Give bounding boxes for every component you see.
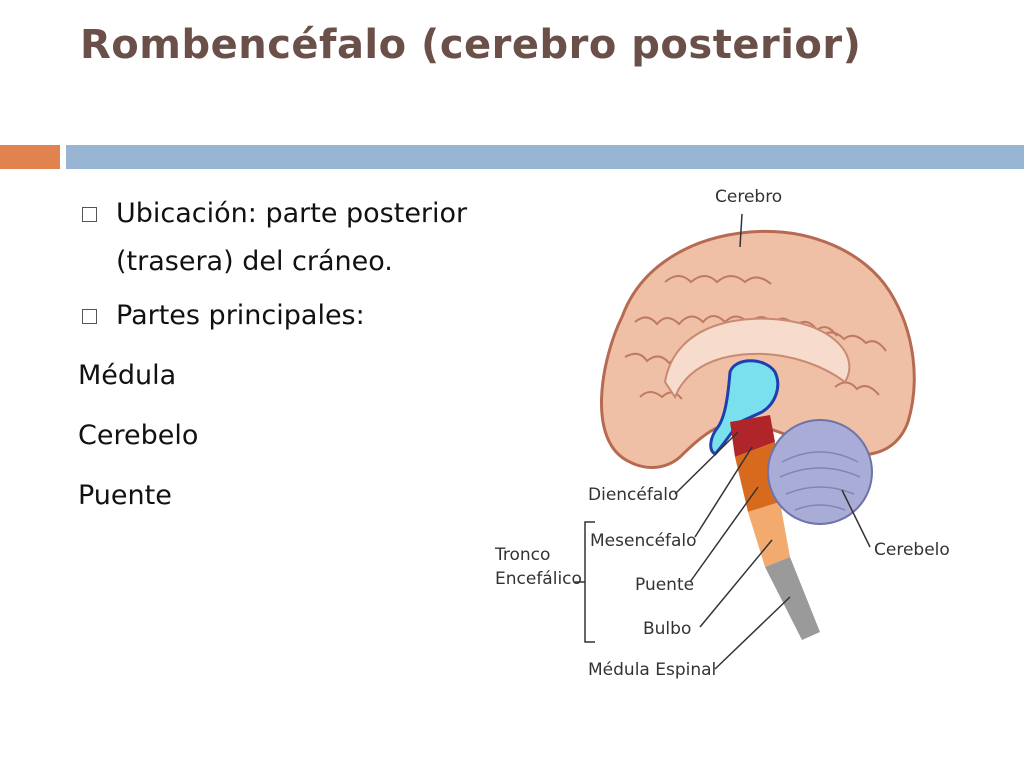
slide-content: Ubicación: parte posterior (trasera) del…: [78, 190, 478, 526]
label-mesencefalo: Mesencéfalo: [590, 531, 697, 551]
list-item-medula: Médula: [78, 360, 177, 391]
corpus-callosum-shape: [663, 317, 851, 400]
square-bullet-icon: [82, 309, 97, 324]
label-cerebelo: Cerebelo: [874, 540, 950, 560]
accent-band-blue: [66, 145, 1024, 169]
bullet-text-ubicacion: Ubicación: parte posterior (trasera) del…: [116, 198, 468, 277]
slide-title: Rombencéfalo (cerebro posterior): [80, 22, 862, 68]
label-cerebro: Cerebro: [715, 187, 782, 207]
medulla-oblongata-shape: [748, 502, 790, 567]
spinal-cord-shape: [765, 557, 820, 640]
label-medula-espinal: Médula Espinal: [588, 660, 716, 680]
label-bulbo: Bulbo: [643, 619, 691, 639]
bullet-text-partes: Partes principales:: [116, 300, 365, 331]
brain-diagram: Cerebro Diencéfalo Tronco Encefálico Mes…: [490, 172, 960, 692]
bullet-item: Ubicación: parte posterior (trasera) del…: [78, 190, 478, 286]
midbrain-shape: [730, 415, 775, 457]
diencephalon-shape: [709, 359, 780, 456]
label-tronco-1: Tronco: [494, 545, 550, 565]
label-tronco-2: Encefálico: [495, 569, 582, 589]
cerebellum-shape: [767, 419, 873, 525]
bullet-item: Partes principales:: [78, 292, 478, 340]
label-diencefalo: Diencéfalo: [588, 485, 678, 505]
list-item-cerebelo: Cerebelo: [78, 420, 199, 451]
list-item-puente: Puente: [78, 480, 172, 511]
brain-diagram-svg: Cerebro Diencéfalo Tronco Encefálico Mes…: [494, 187, 950, 680]
square-bullet-icon: [82, 207, 97, 222]
accent-band-orange: [0, 145, 60, 169]
leader-lines: [575, 213, 871, 670]
label-puente: Puente: [635, 575, 694, 595]
cerebellum-folia: [779, 451, 861, 511]
